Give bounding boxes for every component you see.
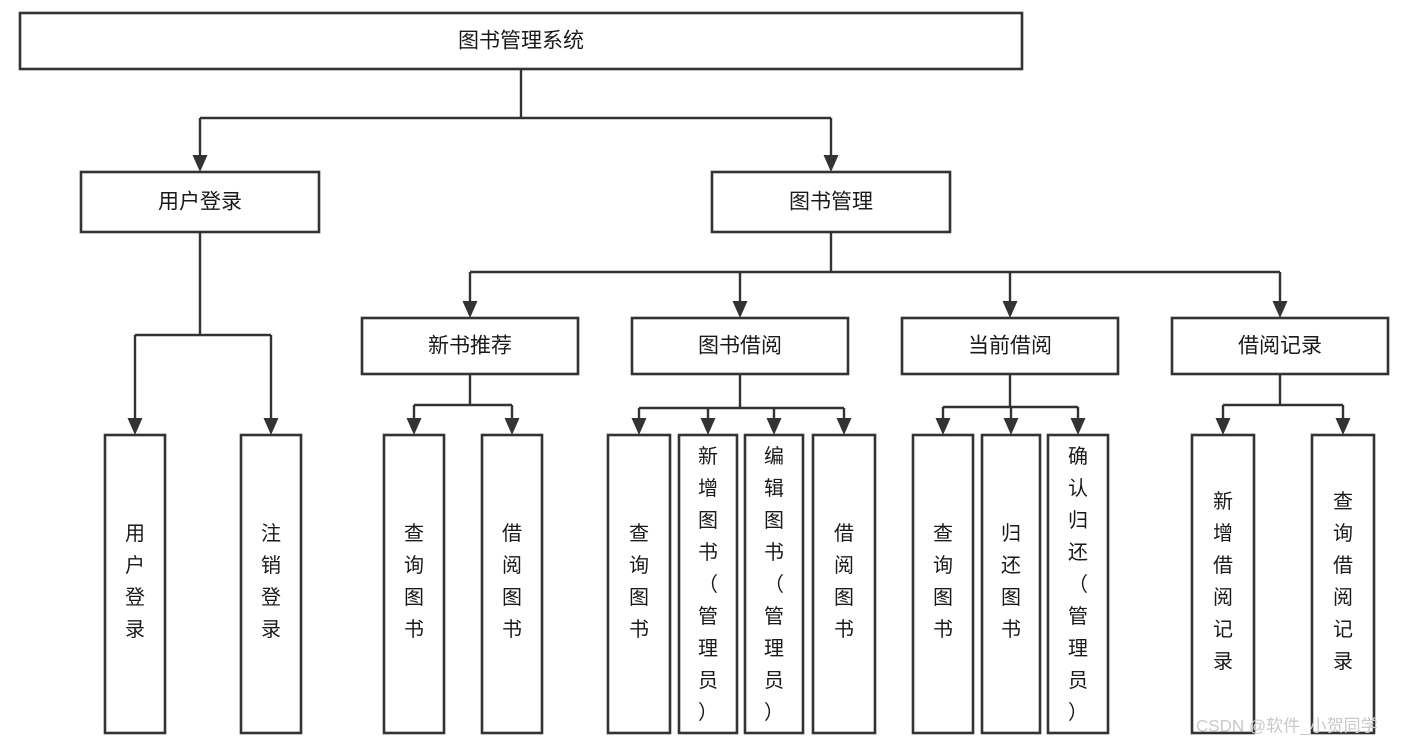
watermark-label: CSDN @软件_小贺同学 <box>1196 716 1378 735</box>
node-box[interactable] <box>360 316 580 376</box>
nodes-layer: 图书管理系统用户登录图书管理新书推荐图书借阅当前借阅借阅记录用户登录注销登录查询… <box>18 11 1390 735</box>
arrow-head-icon <box>263 418 279 435</box>
node-label: 查询借阅记录 <box>1333 490 1353 673</box>
node-label: 借阅图书 <box>502 522 522 641</box>
leaf-node-leaf-query-book-borrow[interactable]: 查询图书 <box>606 433 672 735</box>
node-label: 借阅图书 <box>834 522 854 641</box>
node-label: 图书管理系统 <box>458 30 584 53</box>
leaf-node-leaf-query-borrow-record[interactable]: 查询借阅记录 <box>1310 433 1376 735</box>
node-label: 查询图书 <box>629 522 649 641</box>
node-new-book-recommend[interactable]: 新书推荐 <box>360 316 580 376</box>
arrow-head-icon <box>192 155 208 172</box>
node-label: 借阅记录 <box>1238 335 1322 358</box>
leaf-node-leaf-confirm-return-admin[interactable]: 确认归还（管理员） <box>1046 433 1110 735</box>
node-label: 新增借阅记录 <box>1213 490 1233 673</box>
node-current-borrow[interactable]: 当前借阅 <box>900 316 1120 376</box>
leaf-node-leaf-add-book-admin[interactable]: 新增图书（管理员） <box>677 433 739 735</box>
leaf-node-leaf-borrow-book-recommend[interactable]: 借阅图书 <box>480 433 544 735</box>
node-box[interactable] <box>811 433 877 735</box>
arrow-head-icon <box>1215 418 1231 435</box>
node-box[interactable] <box>1190 433 1256 735</box>
node-label: 归还图书 <box>1001 522 1021 641</box>
node-label: 确认归还（管理员） <box>1068 445 1088 724</box>
node-box[interactable] <box>911 433 975 735</box>
node-box[interactable] <box>677 433 739 735</box>
leaf-node-leaf-logout[interactable]: 注销登录 <box>239 433 303 735</box>
node-box[interactable] <box>710 170 952 234</box>
node-box[interactable] <box>239 433 303 735</box>
arrow-head-icon <box>1272 301 1288 318</box>
node-box[interactable] <box>103 433 167 735</box>
node-book-borrow[interactable]: 图书借阅 <box>630 316 850 376</box>
arrow-head-icon <box>631 418 647 435</box>
arrow-head-icon <box>836 418 852 435</box>
arrow-head-icon <box>462 301 478 318</box>
node-label: 新书推荐 <box>428 335 512 358</box>
arrow-head-icon <box>1070 418 1086 435</box>
node-box[interactable] <box>79 170 321 234</box>
node-label: 查询图书 <box>933 522 953 641</box>
leaf-node-leaf-return-book[interactable]: 归还图书 <box>980 433 1042 735</box>
arrow-head-icon <box>823 155 839 172</box>
node-label: 新增图书（管理员） <box>698 445 718 724</box>
arrow-head-icon <box>766 418 782 435</box>
node-label: 编辑图书（管理员） <box>764 445 784 724</box>
node-box[interactable] <box>630 316 850 376</box>
node-box[interactable] <box>382 433 446 735</box>
node-box[interactable] <box>1170 316 1390 376</box>
node-box[interactable] <box>743 433 805 735</box>
node-box[interactable] <box>606 433 672 735</box>
node-box[interactable] <box>980 433 1042 735</box>
node-label: 用户登录 <box>125 523 145 641</box>
node-label: 图书管理 <box>789 191 873 214</box>
node-book-management[interactable]: 图书管理 <box>710 170 952 234</box>
arrow-head-icon <box>700 418 716 435</box>
node-box[interactable] <box>1046 433 1110 735</box>
leaf-node-leaf-add-borrow-record[interactable]: 新增借阅记录 <box>1190 433 1256 735</box>
arrow-head-icon <box>732 301 748 318</box>
leaf-node-leaf-query-book-current[interactable]: 查询图书 <box>911 433 975 735</box>
node-user-login[interactable]: 用户登录 <box>79 170 321 234</box>
node-label: 查询图书 <box>404 522 424 641</box>
node-box[interactable] <box>900 316 1120 376</box>
node-label: 图书借阅 <box>698 335 782 358</box>
arrow-head-icon <box>1335 418 1351 435</box>
root-node-root[interactable]: 图书管理系统 <box>18 11 1024 71</box>
node-borrow-record[interactable]: 借阅记录 <box>1170 316 1390 376</box>
node-label: 当前借阅 <box>968 335 1052 358</box>
arrow-head-icon <box>1003 418 1019 435</box>
arrow-head-icon <box>504 418 520 435</box>
arrow-head-icon <box>127 418 143 435</box>
node-label: 注销登录 <box>261 522 281 641</box>
leaf-node-leaf-edit-book-admin[interactable]: 编辑图书（管理员） <box>743 433 805 735</box>
arrow-head-icon <box>406 418 422 435</box>
arrow-head-icon <box>935 418 951 435</box>
connectors-layer <box>127 69 1351 435</box>
node-box[interactable] <box>18 11 1024 71</box>
leaf-node-leaf-user-login[interactable]: 用户登录 <box>103 433 167 735</box>
node-label: 用户登录 <box>158 191 242 214</box>
node-box[interactable] <box>480 433 544 735</box>
arrow-head-icon <box>1002 301 1018 318</box>
leaf-node-leaf-borrow-book[interactable]: 借阅图书 <box>811 433 877 735</box>
node-box[interactable] <box>1310 433 1376 735</box>
leaf-node-leaf-query-book-recommend[interactable]: 查询图书 <box>382 433 446 735</box>
